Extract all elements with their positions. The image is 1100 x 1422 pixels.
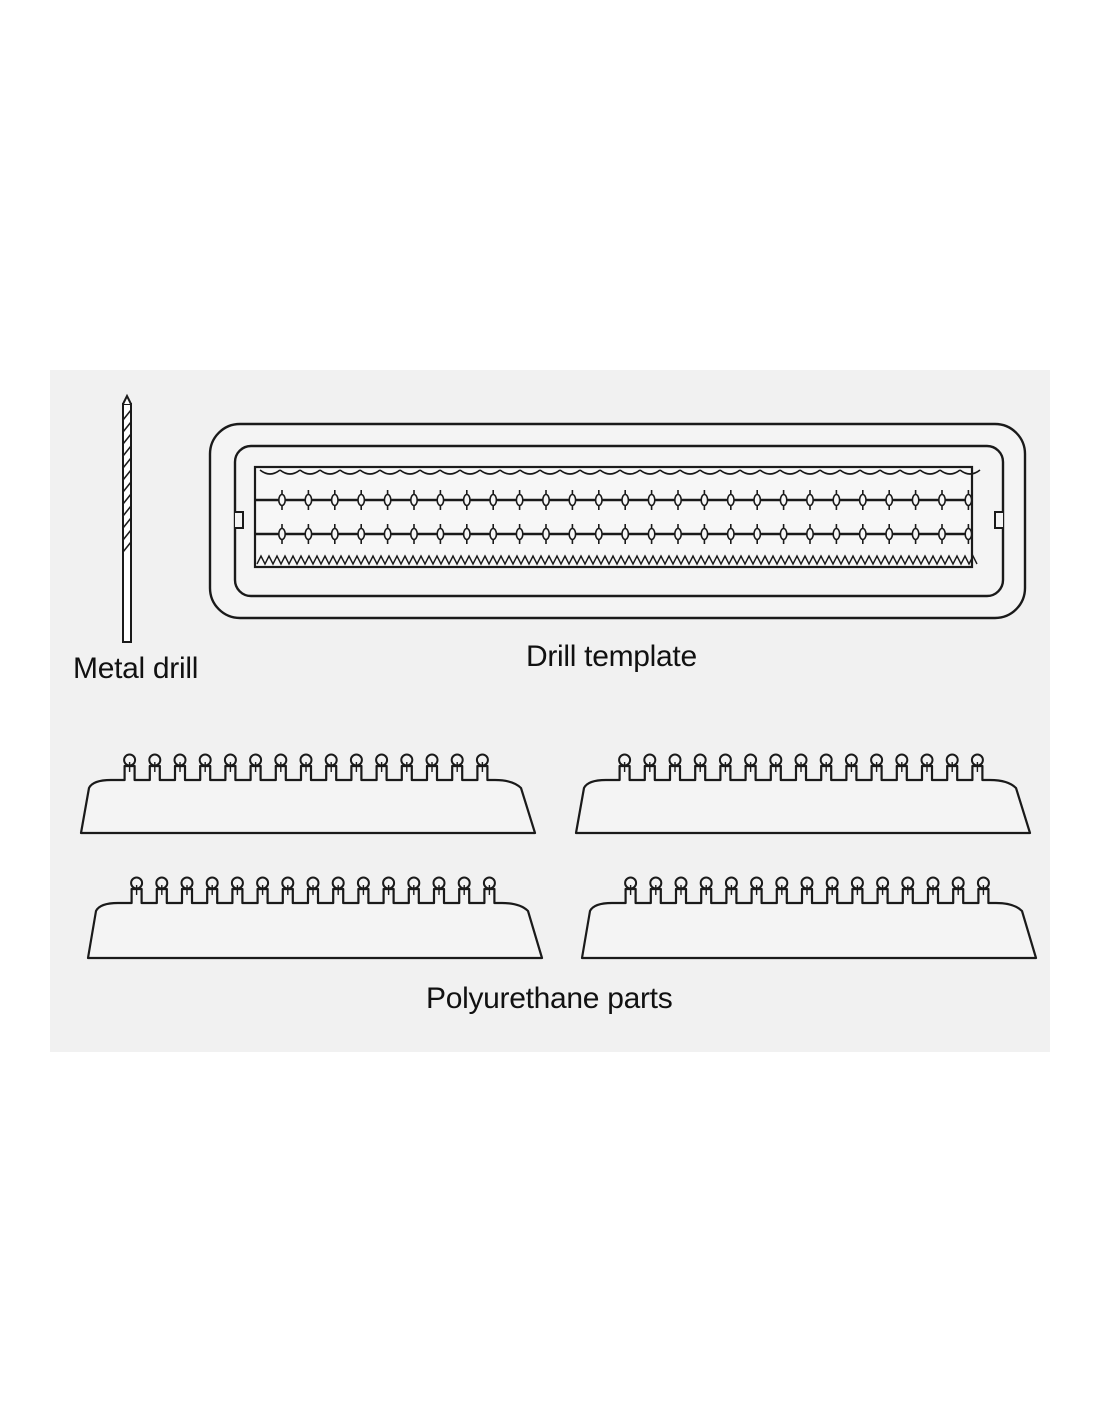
- template-hole: [726, 527, 735, 541]
- template-hole: [911, 493, 920, 507]
- template-hole: [436, 527, 445, 541]
- template-hole: [779, 527, 788, 541]
- polyurethane-part-bottom-right: [580, 876, 1038, 960]
- template-hole: [541, 527, 550, 541]
- drill-template-illustration: [208, 422, 1027, 620]
- template-top-edge-pattern: [259, 469, 981, 475]
- template-hole: [304, 493, 313, 507]
- template-hole: [700, 493, 709, 507]
- template-bottom-edge-pattern: [256, 554, 978, 566]
- template-hole: [515, 527, 524, 541]
- part-body: [574, 764, 1032, 835]
- template-hole: [858, 493, 867, 507]
- template-hole: [937, 527, 946, 541]
- template-hole: [462, 527, 471, 541]
- polyurethane-part-bottom-left: [86, 876, 544, 960]
- template-hole: [383, 527, 392, 541]
- template-hole: [409, 493, 418, 507]
- part-body: [86, 887, 544, 960]
- polyurethane-parts-label: Polyurethane parts: [426, 982, 673, 1015]
- template-hole: [330, 493, 339, 507]
- template-hole: [357, 493, 366, 507]
- template-hole: [726, 493, 735, 507]
- template-hole: [278, 493, 287, 507]
- template-hole: [541, 493, 550, 507]
- template-hole: [330, 527, 339, 541]
- template-hole: [885, 493, 894, 507]
- template-hole: [594, 493, 603, 507]
- template-hole: [515, 493, 524, 507]
- template-hole: [753, 493, 762, 507]
- part-body: [580, 887, 1038, 960]
- template-hole: [858, 527, 867, 541]
- template-hole: [805, 493, 814, 507]
- template-hole: [673, 493, 682, 507]
- template-left-notch: [235, 511, 244, 529]
- template-hole: [409, 527, 418, 541]
- diagram-figure: Metal drill Drill template Polyurethane …: [50, 370, 1050, 1052]
- drill-tip: [122, 393, 132, 405]
- template-hole: [673, 527, 682, 541]
- drill-template-label: Drill template: [526, 640, 697, 673]
- template-hole: [621, 527, 630, 541]
- template-hole: [753, 527, 762, 541]
- template-hole: [779, 493, 788, 507]
- template-hole: [436, 493, 445, 507]
- template-hole: [647, 493, 656, 507]
- template-hole: [937, 493, 946, 507]
- template-hole: [383, 493, 392, 507]
- template-hole: [357, 527, 366, 541]
- template-hole: [832, 493, 841, 507]
- template-hole: [700, 527, 709, 541]
- polyurethane-parts-illustration: [79, 753, 1038, 960]
- template-hole: [568, 527, 577, 541]
- template-hole: [489, 493, 498, 507]
- diagram-canvas: [79, 393, 1038, 960]
- template-right-notch: [994, 511, 1003, 529]
- template-hole: [278, 527, 287, 541]
- template-hole: [647, 527, 656, 541]
- template-hole: [304, 527, 313, 541]
- part-body: [79, 764, 537, 835]
- template-hole: [805, 527, 814, 541]
- template-hole: [621, 493, 630, 507]
- polyurethane-part-top-right: [574, 753, 1032, 835]
- drill-flutes: [122, 409, 132, 553]
- polyurethane-part-top-left: [79, 753, 537, 835]
- metal-drill-label: Metal drill: [73, 652, 199, 685]
- template-hole: [594, 527, 603, 541]
- template-hole: [832, 527, 841, 541]
- template-hole: [885, 527, 894, 541]
- template-hole: [964, 493, 973, 507]
- template-hole: [568, 493, 577, 507]
- template-hole: [489, 527, 498, 541]
- template-hole: [462, 493, 471, 507]
- template-plate: [253, 465, 974, 569]
- template-hole: [911, 527, 920, 541]
- metal-drill-illustration: [122, 393, 132, 643]
- template-hole: [964, 527, 973, 541]
